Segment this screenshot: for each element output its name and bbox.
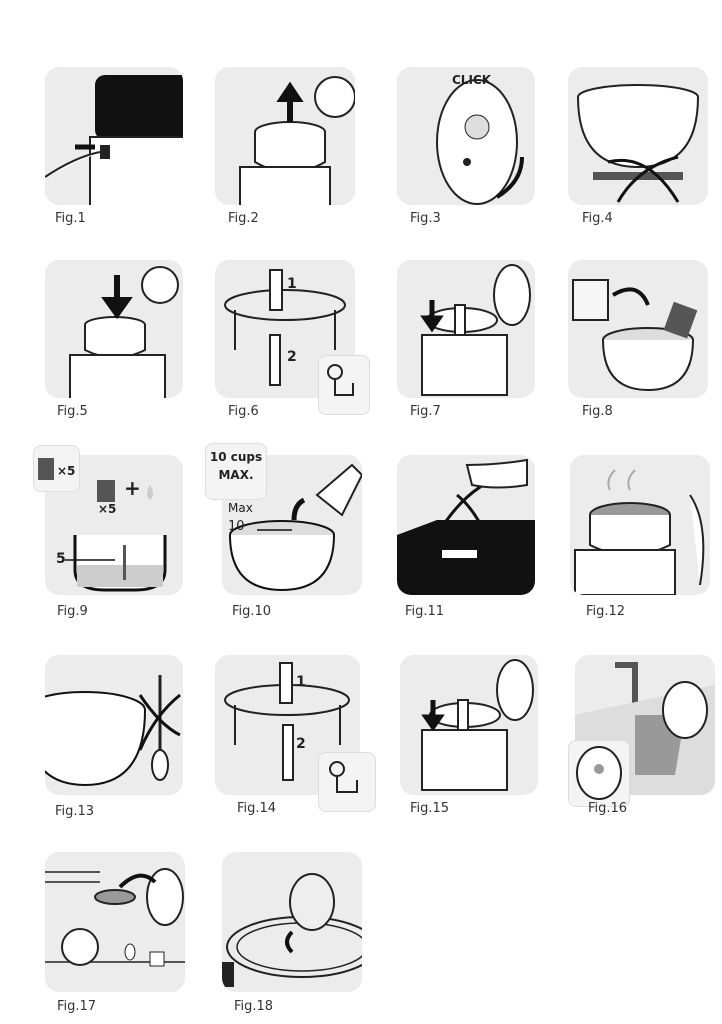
fig12-label: Fig.12 (586, 604, 626, 619)
fig9-inset-text: ×5 (57, 464, 76, 478)
fig11-illustration (397, 455, 535, 595)
fig10-max-line1: Max (228, 501, 253, 515)
fig10-inset-line1: 10 cups (209, 450, 263, 464)
fig10-inset (205, 443, 267, 500)
fig10-max-line2: 10 (228, 519, 245, 534)
fig16-label: Fig.16 (588, 801, 628, 816)
fig1-illustration (45, 67, 183, 205)
fig15-label: Fig.15 (410, 801, 450, 816)
fig2-illustration (215, 67, 355, 205)
fig13-label: Fig.13 (55, 804, 95, 819)
fig5-illustration (45, 260, 183, 398)
click-text: CLICK (452, 73, 492, 87)
fig4-label: Fig.4 (582, 211, 613, 226)
fig14-step1: 1 (296, 674, 306, 690)
fig1-label: Fig.1 (55, 211, 86, 226)
fig12-illustration (570, 455, 710, 595)
fig5-label: Fig.5 (57, 404, 88, 419)
fig7-illustration (397, 260, 535, 398)
fig17-label: Fig.17 (57, 999, 97, 1014)
fig3-illustration (397, 67, 535, 205)
fig10-label: Fig.10 (232, 604, 272, 619)
fig14-inset (318, 752, 376, 812)
fig14-label: Fig.14 (237, 801, 277, 816)
fig18-illustration (222, 852, 362, 992)
fig3-label: Fig.3 (410, 211, 441, 226)
fig11-label: Fig.11 (405, 604, 445, 619)
fig16-inset (568, 740, 630, 807)
fig2-label: Fig.2 (228, 211, 259, 226)
fig6-step2: 2 (287, 349, 297, 365)
fig15-illustration (400, 655, 538, 795)
fig6-label: Fig.6 (228, 404, 259, 419)
fig4-illustration (568, 67, 708, 205)
fig7-label: Fig.7 (410, 404, 441, 419)
fig6-inset (318, 355, 370, 415)
fig14-step2: 2 (296, 736, 306, 752)
fig13-illustration (45, 655, 183, 795)
fig9-plus: + (124, 476, 141, 500)
fig6-step1: 1 (287, 276, 297, 292)
fig9-inset (33, 445, 80, 492)
fig18-label: Fig.18 (234, 999, 274, 1014)
fig9-label: Fig.9 (57, 604, 88, 619)
fig17-illustration (45, 852, 185, 992)
fig8-illustration (568, 260, 708, 398)
fig9-level: 5 (56, 551, 66, 567)
fig10-inset-line2: MAX. (218, 468, 254, 482)
fig9-cup-text: ×5 (98, 502, 117, 516)
fig8-label: Fig.8 (582, 404, 613, 419)
fig9-illustration (45, 455, 183, 595)
